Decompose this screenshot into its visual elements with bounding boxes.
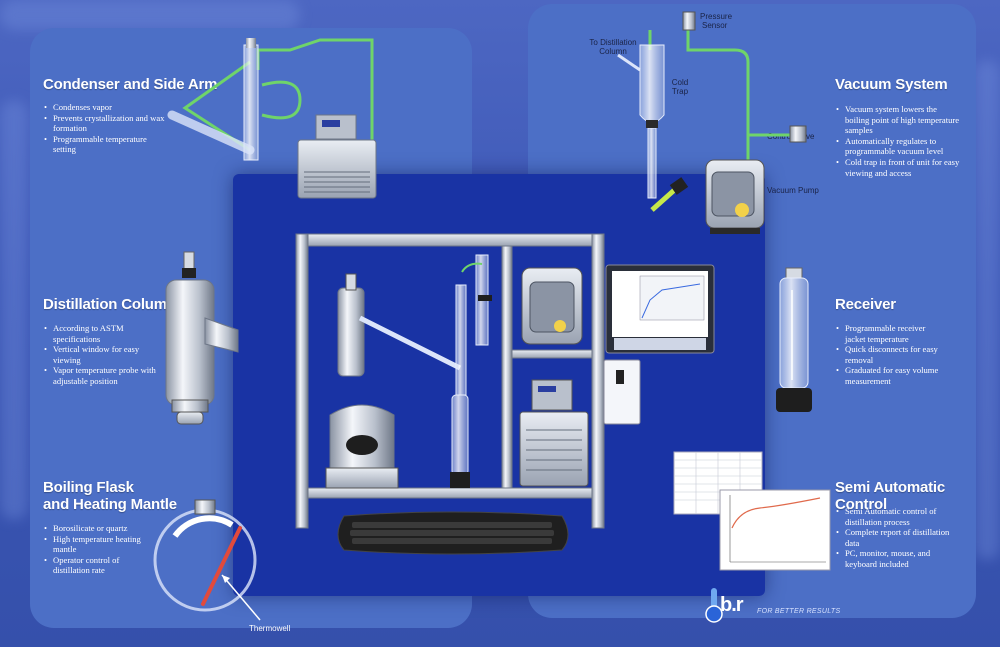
cabinet-illustration	[295, 233, 605, 529]
keyboard-illustration	[337, 511, 569, 555]
column-bullets: According to ASTM specifications Vertica…	[44, 323, 162, 387]
bullet: High temperature heating mantle	[44, 534, 149, 555]
bullet: Vacuum system lowers the boiling point o…	[836, 104, 960, 136]
brand-logo-icon	[705, 586, 745, 626]
flask-bullets: Borosilicate or quartz High temperature …	[44, 523, 149, 576]
bullet: Operator control of distillation rate	[44, 555, 149, 576]
bullet: Complete report of distillation data	[836, 527, 964, 548]
to-column-label-1: To Distillation	[589, 38, 637, 47]
bullet: Cold trap in front of unit for easy view…	[836, 157, 960, 178]
cold-trap-label-2: Trap	[671, 87, 689, 96]
vacuum-bullets: Vacuum system lowers the boiling point o…	[836, 104, 960, 178]
flask-illustration	[153, 499, 261, 621]
to-column-label-2: Column	[599, 47, 627, 56]
vacuum-pump-label: Vacuum Pump	[767, 186, 819, 195]
bullet: Programmable temperature setting	[44, 134, 169, 155]
vacuum-title: Vacuum System	[835, 76, 948, 93]
receiver-bullets: Programmable receiver jacket temperature…	[836, 323, 946, 387]
bullet: Semi Automatic control of distillation p…	[836, 506, 964, 527]
column-illustration	[165, 251, 239, 425]
bullet: Vertical window for easy viewing	[44, 344, 162, 365]
bullet: Programmable receiver jacket temperature	[836, 323, 946, 344]
cold-trap-label-1: Cold	[671, 78, 689, 87]
bullet: Graduated for easy volume measurement	[836, 365, 946, 386]
condenser-bullets: Condenses vapor Prevents crystallization…	[44, 102, 169, 155]
receiver-title: Receiver	[835, 296, 896, 313]
pressure-sensor-label-1: Pressure	[700, 12, 733, 21]
background-blur	[0, 0, 300, 30]
background-blur	[975, 60, 1000, 560]
background-blur	[0, 100, 28, 520]
bullet: Automatically regulates to programmable …	[836, 136, 960, 157]
vacuum-system-illustration	[617, 11, 807, 234]
pressure-sensor-label-2: Sensor	[702, 21, 728, 30]
bullet: PC, monitor, mouse, and keyboard include…	[836, 548, 964, 569]
bullet: According to ASTM specifications	[44, 323, 162, 344]
report-illustration	[673, 451, 831, 571]
receiver-illustration	[776, 267, 812, 412]
flask-title-line2: and Heating Mantle	[43, 496, 177, 513]
bullet: Vapor temperature probe with adjustable …	[44, 365, 162, 386]
bullet: Prevents crystallization and wax formati…	[44, 113, 169, 134]
brand-tagline: FOR BETTER RESULTS	[757, 608, 841, 615]
brand-logo-text: b.r	[720, 594, 744, 616]
control-bullets: Semi Automatic control of distillation p…	[836, 506, 964, 570]
thermowell-label: Thermowell	[249, 624, 291, 633]
monitor-illustration	[603, 264, 715, 425]
condenser-title: Condenser and Side Arm	[43, 76, 218, 93]
column-title: Distillation Column	[43, 296, 176, 313]
flask-title-line1: Boiling Flask	[43, 479, 134, 496]
bullet: Condenses vapor	[44, 102, 169, 113]
condenser-illustration	[167, 38, 377, 199]
bullet: Quick disconnects for easy removal	[836, 344, 946, 365]
bullet: Borosilicate or quartz	[44, 523, 149, 534]
